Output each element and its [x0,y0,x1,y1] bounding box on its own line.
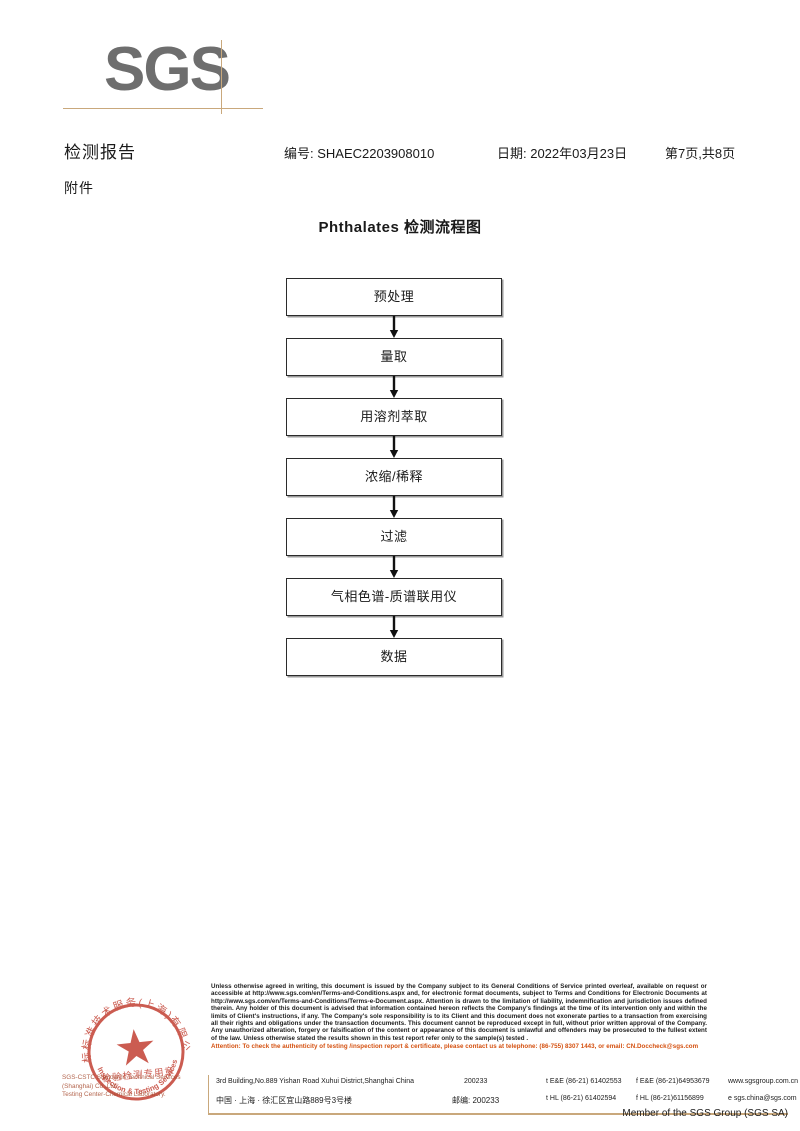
address-tel-cn: t HL (86-21) 61402594 [546,1095,617,1102]
testing-center-mark: SGS-CSTC Standards Technical Services (S… [62,1074,212,1100]
logo-vertical-rule [221,40,222,114]
flowchart-node: 过滤 [286,518,502,556]
legal-paragraph: Unless otherwise agreed in writing, this… [211,983,707,1042]
legal-attention-notice: Attention: To check the authenticity of … [211,1043,699,1051]
page-indicator: 第7页,共8页 [665,146,736,161]
sgs-logo-text: SGS [104,35,231,104]
address-tel-en: t E&E (86-21) 61402553 [546,1078,622,1085]
address-website: www.sgsgroup.com.cn [728,1078,799,1085]
flowchart-node: 预处理 [286,278,502,316]
report-header: 检测报告 附件 编号: SHAEC2203908010 日期: 2022年03月… [0,138,800,198]
flowchart-node: 数据 [286,638,502,676]
flowchart-node: 用溶剂萃取 [286,398,502,436]
address-row-chinese: 中国 · 上海 · 徐汇区宜山路889号3号楼 邮编: 200233 t HL … [216,1094,797,1111]
star-icon [116,1029,154,1066]
address-divider-horizontal [208,1113,788,1115]
legal-terms-block: Unless otherwise agreed in writing, this… [211,983,707,1051]
address-block: 3rd Building,No.889 Yishan Road Xuhui Di… [208,1075,798,1115]
sgs-group-member-note: Member of the SGS Group (SGS SA) [622,1108,788,1119]
company-seal-stamp: 通标标准技术服务(上海)有限公司 检验检测专用章 Inspection & Te… [72,988,200,1116]
logo-horizontal-rule [63,108,263,109]
flowchart-connector [286,496,502,518]
arrow-down-icon [389,316,399,338]
flowchart-node: 量取 [286,338,502,376]
address-street-cn: 中国 · 上海 · 徐汇区宜山路889号3号楼 [216,1096,353,1105]
page-title: 检测报告 [64,143,136,162]
flowchart-node: 气相色谱-质谱联用仪 [286,578,502,616]
sgs-logo: SGS [63,35,344,114]
flowchart-connector [286,436,502,458]
flowchart-connector [286,376,502,398]
address-fax-cn: f HL (86-21)61156899 [636,1095,704,1102]
report-number: 编号: SHAEC2203908010 [284,146,435,161]
address-row-english: 3rd Building,No.889 Yishan Road Xuhui Di… [216,1077,798,1094]
arrow-down-icon [389,556,399,578]
arrow-down-icon [389,376,399,398]
flowchart: 预处理 量取 用溶剂萃取 浓缩/稀释 过滤 气相色谱-质谱联用仪 [286,278,502,676]
testing-center-line-2: Testing Center-Chemical Laboratory. [62,1091,166,1098]
report-date: 日期: 2022年03月23日 [497,146,628,161]
address-fax-en: f E&E (86-21)64953679 [636,1078,710,1085]
arrow-down-icon [389,496,399,518]
flowchart-connector [286,556,502,578]
flowchart-connector [286,616,502,638]
address-divider-vertical [208,1075,209,1113]
flowchart-connector [286,316,502,338]
arrow-down-icon [389,616,399,638]
attachment-label: 附件 [64,180,94,196]
address-street-en: 3rd Building,No.889 Yishan Road Xuhui Di… [216,1078,415,1085]
arrow-down-icon [389,436,399,458]
testing-center-line-1: SGS-CSTC Standards Technical Services (S… [62,1074,181,1090]
address-zip-en: 200233 [464,1078,488,1085]
flowchart-title: Phthalates 检测流程图 [318,219,482,236]
address-email: e sgs.china@sgs.com [728,1095,797,1102]
address-zip-cn: 邮编: 200233 [452,1096,500,1105]
flowchart-node: 浓缩/稀释 [286,458,502,496]
